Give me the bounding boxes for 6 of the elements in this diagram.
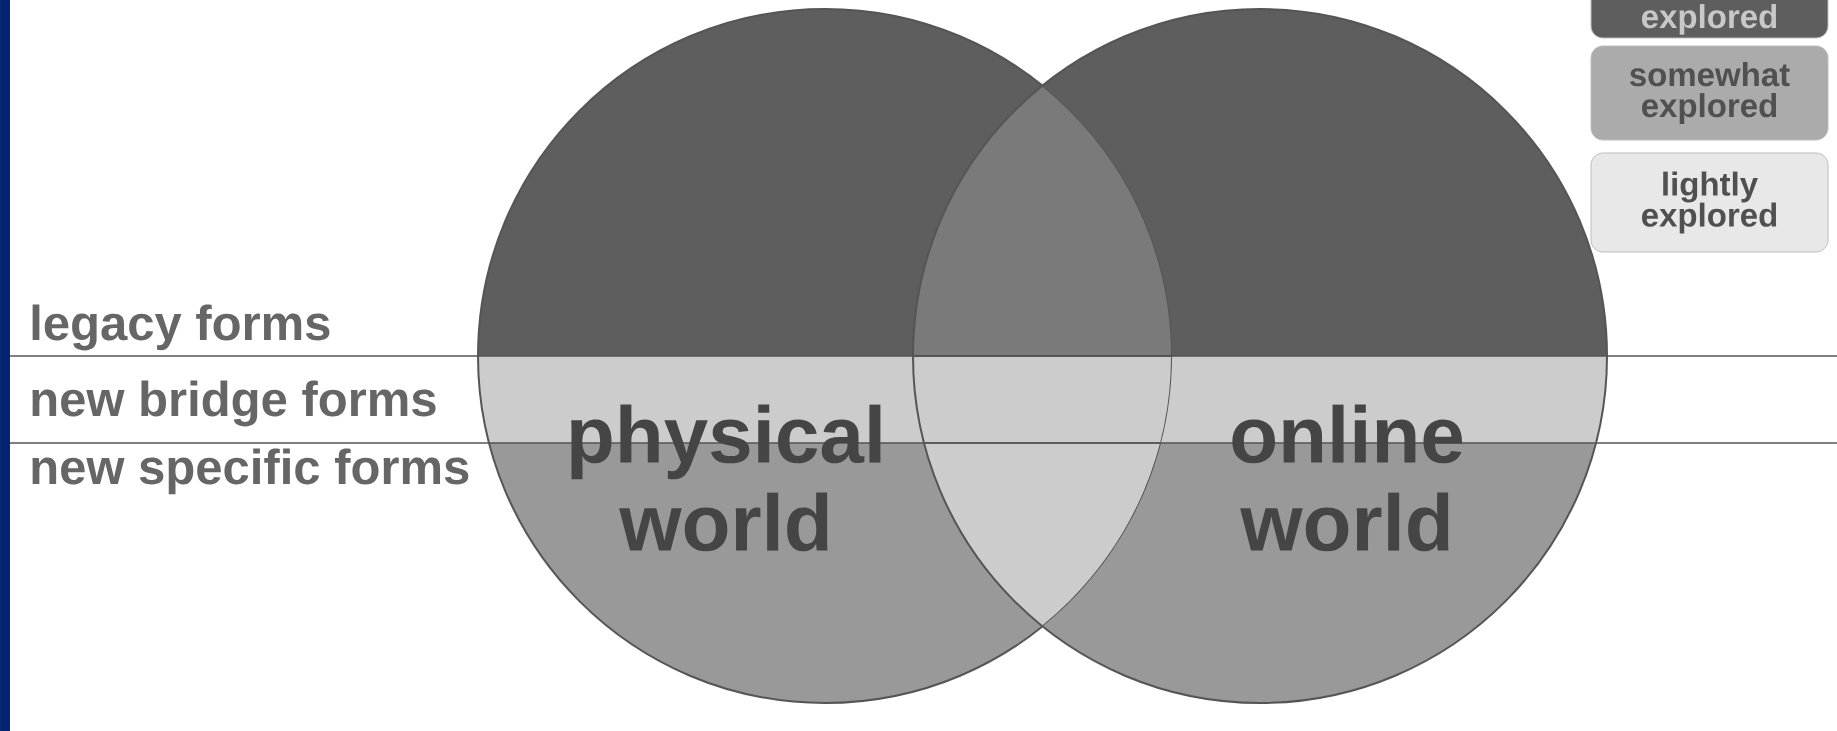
legend-item: somewhat explored [1590, 45, 1829, 141]
legend-item: explored [1590, 0, 1829, 39]
legend-item: lightly explored [1590, 152, 1829, 253]
row-label: legacy forms [32, 304, 330, 351]
row-label: new specific forms [32, 448, 469, 495]
row-label: new bridge forms [32, 380, 436, 427]
